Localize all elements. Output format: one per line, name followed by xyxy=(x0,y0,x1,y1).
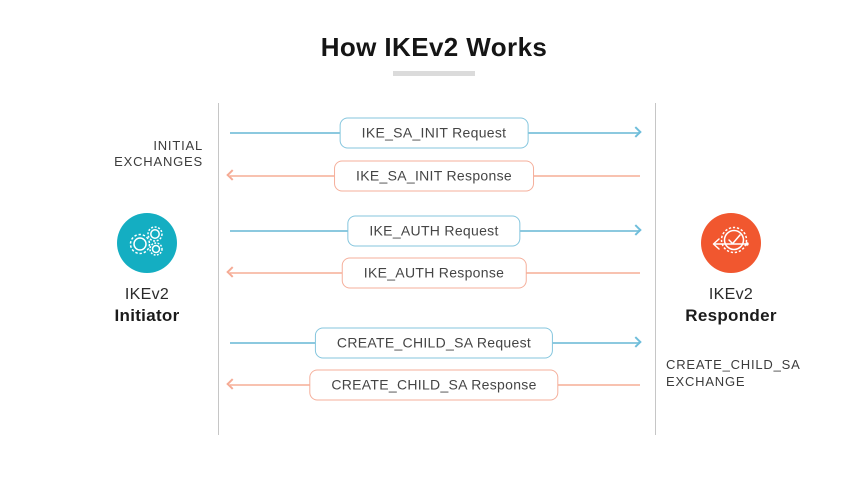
initiator-name: IKEv2 xyxy=(124,286,170,303)
responder-node: IKEv2 Responder xyxy=(671,213,791,326)
create-child-sa-exchange-label: CREATE_CHILD_SA EXCHANGE xyxy=(666,356,801,390)
message-box: IKE_AUTH Request xyxy=(347,215,521,247)
initiator-role: Initiator xyxy=(114,306,180,325)
message-box: CREATE_CHILD_SA Response xyxy=(309,369,559,401)
initial-exchanges-line2: EXCHANGES xyxy=(114,154,203,169)
arrow-right-icon xyxy=(630,126,642,138)
arrow-right-icon xyxy=(630,224,642,236)
initiator-node: IKEv2 Initiator xyxy=(87,213,207,326)
arrow-left-icon xyxy=(226,266,238,278)
create-child-sa-line2: EXCHANGE xyxy=(666,374,746,389)
gears-icon xyxy=(117,213,177,273)
message-box: IKE_SA_INIT Response xyxy=(334,160,534,192)
initial-exchanges-label: INITIAL EXCHANGES xyxy=(114,138,203,170)
arrow-left-icon xyxy=(226,169,238,181)
create-child-sa-line1: CREATE_CHILD_SA xyxy=(666,357,801,372)
responder-role: Responder xyxy=(685,306,777,325)
page-title: How IKEv2 Works xyxy=(320,32,548,62)
responder-lifeline xyxy=(655,103,656,435)
message-box: IKE_SA_INIT Request xyxy=(339,117,529,149)
arrow-right-icon xyxy=(630,336,642,348)
message-box: IKE_AUTH Response xyxy=(341,257,527,289)
title-underline xyxy=(393,71,475,76)
responder-name: IKEv2 xyxy=(708,286,754,303)
arrow-left-icon xyxy=(226,378,238,390)
initiator-lifeline xyxy=(218,103,219,435)
initial-exchanges-line1: INITIAL xyxy=(153,138,203,153)
message-box: CREATE_CHILD_SA Request xyxy=(314,327,554,359)
badge-check-icon xyxy=(701,213,761,273)
